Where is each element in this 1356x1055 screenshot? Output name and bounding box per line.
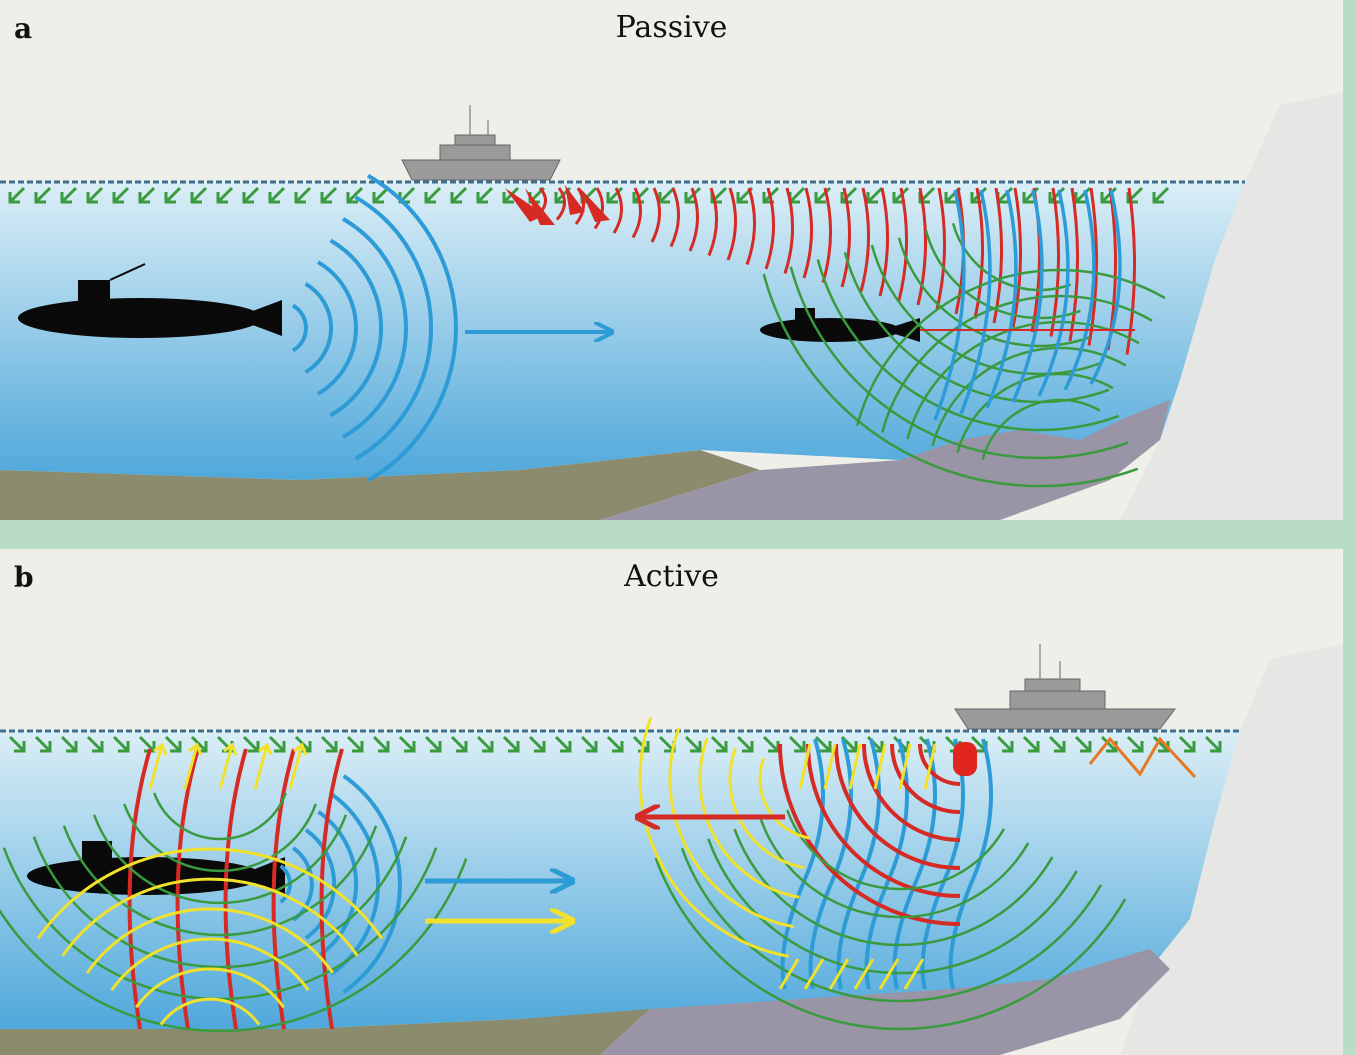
water-body — [0, 182, 1245, 480]
scatter-waves — [36, 716, 937, 1026]
panel-title-passive: Passive — [615, 10, 728, 45]
ship-icon — [954, 644, 1176, 730]
panel-passive: a Passive — [0, 0, 1343, 520]
sonar-transducer — [953, 742, 977, 776]
rock-seabed — [600, 949, 1170, 1055]
diagram-passive — [0, 92, 1343, 520]
sand-seabed — [0, 1009, 650, 1055]
reverberation-waves — [0, 792, 1127, 1033]
surface-arrows — [8, 186, 1170, 204]
submarine-icon — [18, 263, 282, 338]
sand-seabed — [0, 450, 760, 520]
panel-title-active: Active — [624, 559, 719, 594]
ship-icon — [401, 105, 561, 181]
panel-letter-a: a — [14, 12, 33, 45]
cliff — [1120, 644, 1343, 1055]
cliff — [1120, 92, 1343, 520]
reflected-waves — [933, 189, 1122, 421]
surface-arrows — [8, 735, 1222, 753]
diagram-active — [0, 644, 1343, 1055]
rock-seabed — [600, 400, 1170, 520]
panel-active: b Active — [0, 549, 1343, 1055]
submarine-icon — [760, 308, 920, 342]
sonar-ping-waves — [127, 743, 961, 1030]
propeller-noise-arrows — [505, 185, 610, 225]
panel-letter-b: b — [14, 561, 34, 594]
sub-noise-waves — [291, 173, 458, 483]
surface-noise-arrows — [1088, 736, 1197, 779]
